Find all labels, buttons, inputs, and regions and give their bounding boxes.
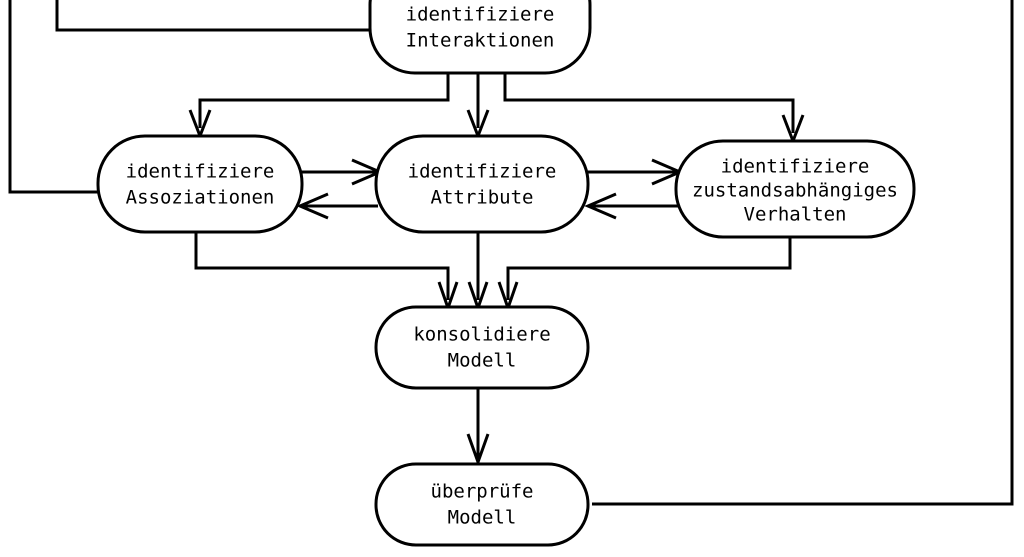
node-interaktionen-shape xyxy=(368,0,592,75)
edge-assoziationen-feedback-left xyxy=(8,0,110,194)
node-identifiziere-attribute[interactable]: identifiziere Attribute xyxy=(374,134,590,234)
edge-interaktionen-feedback-left xyxy=(55,0,378,32)
node-verhalten-line3: Verhalten xyxy=(744,204,847,226)
arrowhead-into-ueberpruefe xyxy=(466,433,490,467)
edge-interaktionen-stem-right xyxy=(503,73,795,133)
node-interaktionen-line2: Interaktionen xyxy=(406,30,555,52)
node-konsolidiere-line1: konsolidiere xyxy=(413,324,550,346)
node-attribute-line2: Attribute xyxy=(431,187,534,209)
node-verhalten-line1: identifiziere xyxy=(721,156,870,178)
node-identifiziere-assoziationen[interactable]: identifiziere Assoziationen xyxy=(96,134,304,234)
node-assoziationen-line1: identifiziere xyxy=(126,161,275,183)
node-interaktionen-line1: identifiziere xyxy=(406,4,555,26)
node-ueberpruefe-modell[interactable]: überprüfe Modell xyxy=(374,462,590,547)
node-konsolidiere-shape xyxy=(374,305,590,390)
arrowhead-verhalten-to-attribute xyxy=(584,192,617,220)
node-konsolidiere-line2: Modell xyxy=(448,350,517,372)
node-ueberpruefe-line1: überprüfe xyxy=(431,481,534,503)
node-identifiziere-zustandsabhaengiges-verhalten[interactable]: identifiziere zustandsabhängiges Verhalt… xyxy=(674,139,916,239)
node-ueberpruefe-shape xyxy=(374,462,590,547)
edge-assoziationen-to-konsolidiere xyxy=(194,232,450,300)
node-konsolidiere-modell[interactable]: konsolidiere Modell xyxy=(374,305,590,390)
node-verhalten-shape xyxy=(674,139,916,239)
node-ueberpruefe-line2: Modell xyxy=(448,507,517,529)
edge-ueberpruefe-feedback-right xyxy=(592,0,1014,506)
node-attribute-line1: identifiziere xyxy=(408,161,557,183)
node-assoziationen-shape xyxy=(96,134,304,234)
node-verhalten-line2: zustandsabhängiges xyxy=(692,180,898,202)
edge-interaktionen-stem-left xyxy=(198,73,450,128)
edge-verhalten-to-konsolidiere xyxy=(506,237,792,300)
arrowhead-attribute-to-assoziationen xyxy=(296,192,329,220)
node-assoziationen-line2: Assoziationen xyxy=(126,187,275,209)
node-attribute-shape xyxy=(374,134,590,234)
node-identifiziere-interaktionen[interactable]: identifiziere Interaktionen xyxy=(368,0,592,75)
